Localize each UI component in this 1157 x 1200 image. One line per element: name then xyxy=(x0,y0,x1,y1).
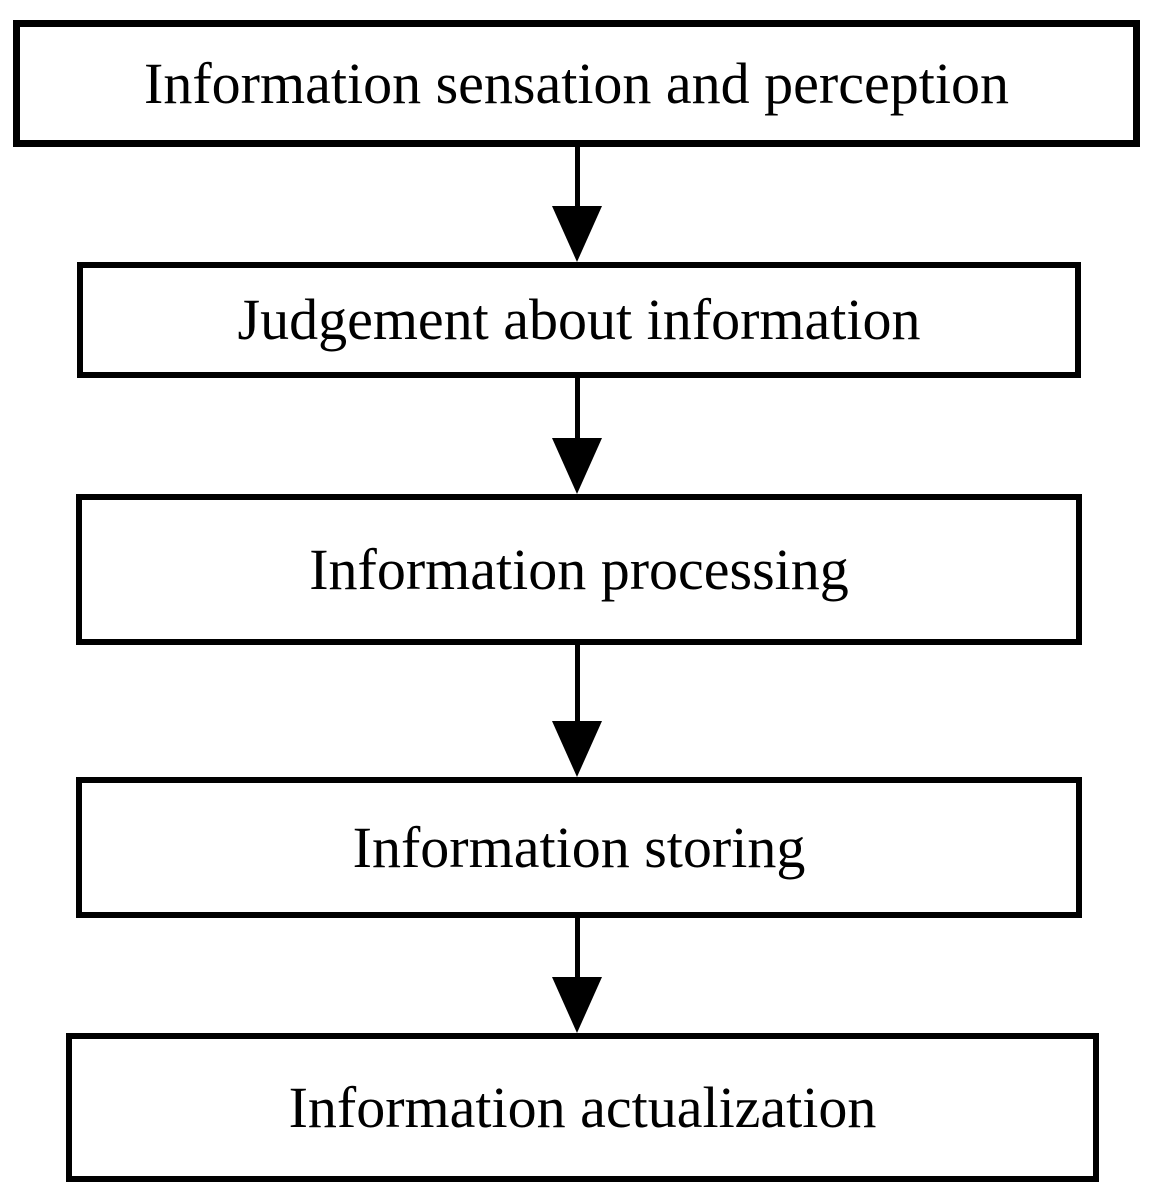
arrow-head xyxy=(552,977,602,1033)
flow-box-information-storing: Information storing xyxy=(76,777,1082,918)
down-arrow-icon xyxy=(552,378,602,494)
flow-box-label: Information processing xyxy=(309,536,849,602)
arrow-shaft xyxy=(575,147,580,209)
arrow-shaft xyxy=(575,378,580,441)
down-arrow-icon xyxy=(552,918,602,1033)
flow-box-label: Information storing xyxy=(352,814,806,880)
arrow-shaft xyxy=(575,918,580,980)
flow-box-judgement-about-information: Judgement about information xyxy=(77,262,1081,378)
down-arrow-icon xyxy=(552,147,602,262)
flow-box-label: Information sensation and perception xyxy=(144,50,1009,116)
flow-box-label: Judgement about information xyxy=(237,287,921,353)
down-arrow-icon xyxy=(552,645,602,777)
flow-box-information-sensation-and-perception: Information sensation and perception xyxy=(13,20,1140,147)
flow-box-label: Information actualization xyxy=(288,1074,877,1140)
flow-box-information-actualization: Information actualization xyxy=(66,1033,1099,1182)
arrow-head xyxy=(552,721,602,777)
arrow-shaft xyxy=(575,645,580,724)
flow-box-information-processing: Information processing xyxy=(76,494,1082,645)
arrow-head xyxy=(552,206,602,262)
arrow-head xyxy=(552,438,602,494)
